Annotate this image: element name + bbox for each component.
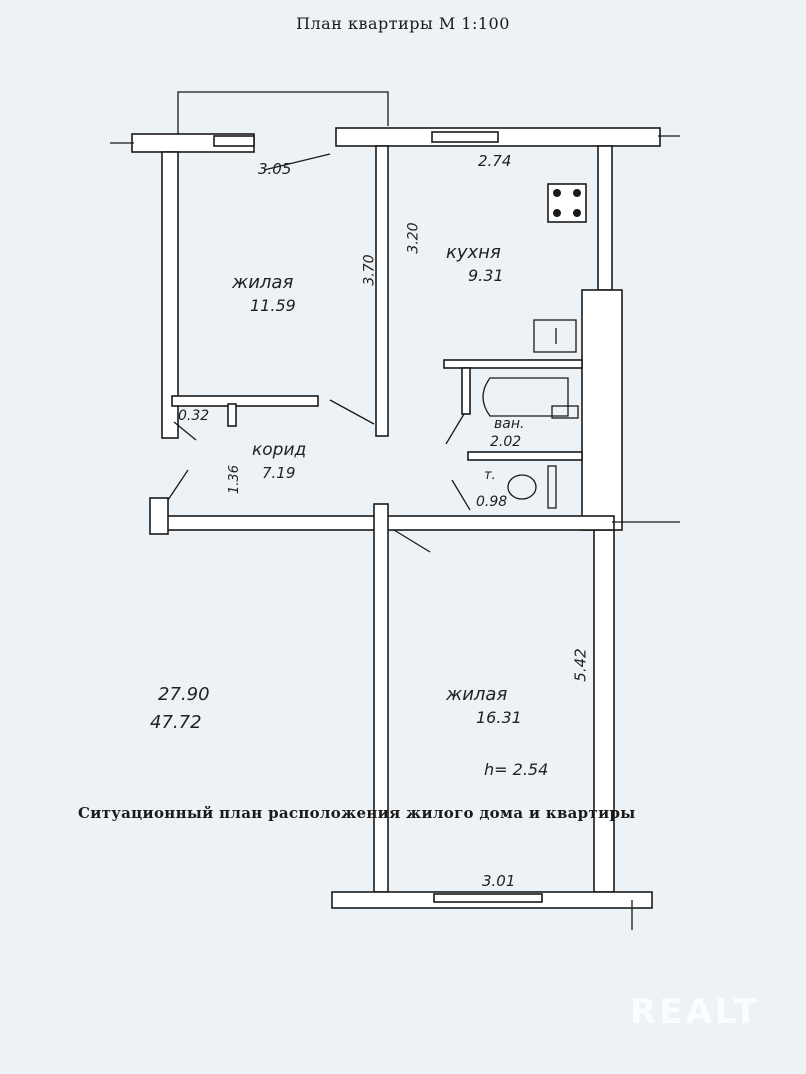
door-entrance xyxy=(167,469,189,501)
toilet-bowl-icon xyxy=(507,474,537,500)
dim-living-height: 3.70 xyxy=(361,254,378,286)
bathtub-icon xyxy=(482,377,569,417)
door-closet xyxy=(173,421,197,441)
room-area-bathroom: 2.02 xyxy=(490,434,522,450)
entrance-door-post xyxy=(149,497,169,535)
wall-bath-left xyxy=(461,367,471,415)
door-living-large xyxy=(393,529,431,553)
window-large-room xyxy=(433,893,543,903)
room-name-living-small: жилая xyxy=(232,272,294,293)
toilet-tank-icon xyxy=(547,465,557,509)
door-living-small xyxy=(329,399,375,425)
stove-icon xyxy=(547,183,587,223)
wall-kitchen-bath xyxy=(443,359,583,369)
wall-large-room-left xyxy=(373,503,389,893)
room-name-toilet: т. xyxy=(484,468,496,483)
room-name-living-large: жилая xyxy=(446,684,508,705)
burner-icon xyxy=(573,189,581,197)
window-top-left xyxy=(213,135,255,147)
room-area-corridor: 7.19 xyxy=(262,464,296,482)
door-toilet xyxy=(451,479,471,511)
wall-living-kitchen xyxy=(375,145,389,437)
window-kitchen xyxy=(431,131,499,143)
total-living-area: 27.90 xyxy=(158,684,210,705)
situation-plan-title: Ситуационный план расположения жилого до… xyxy=(78,804,636,822)
dim-kitchen-height: 3.20 xyxy=(405,222,422,254)
sink-icon xyxy=(533,319,577,353)
wall-right-service xyxy=(581,289,623,531)
door-bathroom xyxy=(445,413,465,445)
wall-left xyxy=(161,151,179,439)
bath-tap-icon xyxy=(551,405,579,419)
total-area: 47.72 xyxy=(150,712,202,733)
dim-corridor-width: 1.36 xyxy=(226,465,242,494)
burner-icon xyxy=(553,189,561,197)
dim-bottom-width: 3.01 xyxy=(482,872,516,890)
room-name-corridor: корид xyxy=(252,440,307,460)
dimension-line xyxy=(263,153,331,171)
dim-top-right: 2.74 xyxy=(478,152,512,170)
burner-icon xyxy=(573,209,581,217)
room-area-toilet: 0.98 xyxy=(476,494,508,510)
dim-top-left: 3.05 xyxy=(258,160,292,178)
balcony-outline xyxy=(177,91,389,134)
closet-shelf xyxy=(171,395,319,407)
wall-right-lower xyxy=(593,529,615,893)
room-name-bathroom: ван. xyxy=(494,416,525,432)
realt-watermark: REALT xyxy=(630,992,760,1032)
dim-large-room-length: 5.42 xyxy=(571,648,590,682)
wall-bath-toilet xyxy=(467,451,583,461)
closet-divider xyxy=(227,403,237,427)
room-area-living-large: 16.31 xyxy=(476,708,522,727)
ceiling-height: h= 2.54 xyxy=(484,760,549,779)
room-area-kitchen: 9.31 xyxy=(468,266,504,285)
plan-title: План квартиры М 1:100 xyxy=(296,14,510,33)
wall-right-upper xyxy=(597,145,613,291)
room-area-living-small: 11.59 xyxy=(250,296,296,315)
burner-icon xyxy=(553,209,561,217)
closet-area: 0.32 xyxy=(178,408,210,424)
room-name-kitchen: кухня xyxy=(446,242,501,263)
